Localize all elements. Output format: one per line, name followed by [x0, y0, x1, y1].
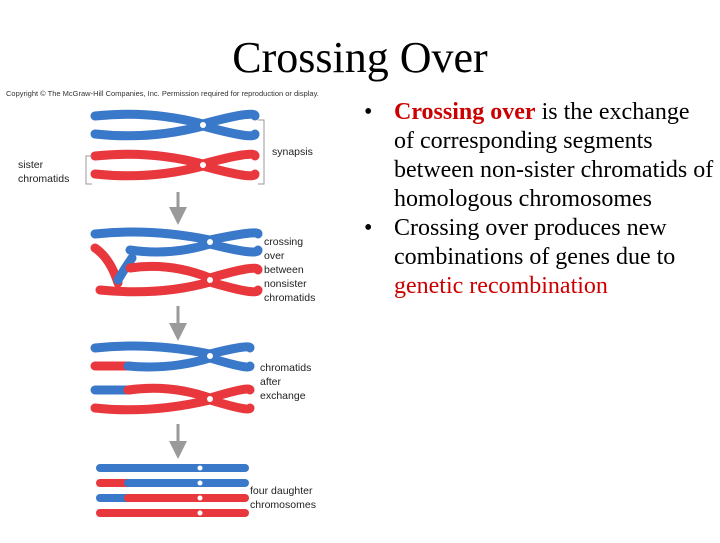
- sister-bracket: [85, 155, 92, 185]
- term-crossing-over: Crossing over: [394, 99, 536, 125]
- centromere: [197, 480, 203, 486]
- stage-after-exchange: [90, 341, 255, 415]
- blue-chromatid: [113, 253, 137, 285]
- bullet-text: Crossing over produces new combinations …: [394, 215, 676, 270]
- stage-synapsis: [85, 109, 265, 185]
- blue-chromatid: [90, 341, 255, 359]
- bullet-item: • Crossing over is the exchange of corre…: [364, 98, 714, 214]
- red-chromatid: [90, 161, 260, 181]
- centromere: [197, 510, 203, 516]
- label-synapsis: synapsis: [272, 146, 313, 158]
- label-crossing-over: crossing over between nonsister chromati…: [264, 236, 316, 304]
- bullet-marker: •: [364, 99, 373, 125]
- red-chromatid: [95, 277, 263, 297]
- blue-chromatid: [125, 239, 263, 257]
- copyright-notice: Copyright © The McGraw-Hill Companies, I…: [6, 89, 319, 98]
- label-sister-chromatids: sister chromatids: [18, 159, 70, 185]
- centromere: [200, 122, 206, 128]
- bullet-list: • Crossing over is the exchange of corre…: [364, 98, 714, 301]
- stage-crossing-over: [90, 227, 263, 297]
- synapsis-bracket: [258, 119, 265, 185]
- blue-chromatid: [90, 227, 263, 245]
- centromere: [200, 162, 206, 168]
- stage-daughter-chromosomes: [96, 464, 249, 517]
- chromatid-blue-red: [123, 353, 255, 372]
- bullet-item: • Crossing over produces new combination…: [364, 214, 714, 301]
- red-chromatid: [90, 395, 255, 415]
- chromosome-diagram: [85, 109, 265, 517]
- slide-title: Crossing Over: [232, 33, 488, 82]
- chromatid-red-blue: [123, 383, 255, 403]
- centromere: [197, 465, 203, 471]
- label-after-exchange: chromatids after exchange: [260, 362, 312, 402]
- centromere: [207, 353, 213, 359]
- label-daughter-chromosomes: four daughter chromosomes: [250, 485, 316, 511]
- centromere: [207, 239, 213, 245]
- red-chromatid: [125, 261, 263, 283]
- crossing-over-figure: synapsis sister chromatids crossing over…: [0, 98, 360, 538]
- centromere: [207, 396, 213, 402]
- blue-chromatid: [90, 121, 260, 141]
- centromere: [207, 277, 213, 283]
- red-chromatid: [90, 149, 260, 169]
- bullet-marker: •: [364, 215, 373, 241]
- centromere: [197, 495, 203, 501]
- blue-chromatid: [90, 109, 260, 129]
- bullet-text: is the exchange of corresponding segment…: [394, 99, 714, 212]
- term-genetic-recombination: genetic recombination: [394, 273, 608, 299]
